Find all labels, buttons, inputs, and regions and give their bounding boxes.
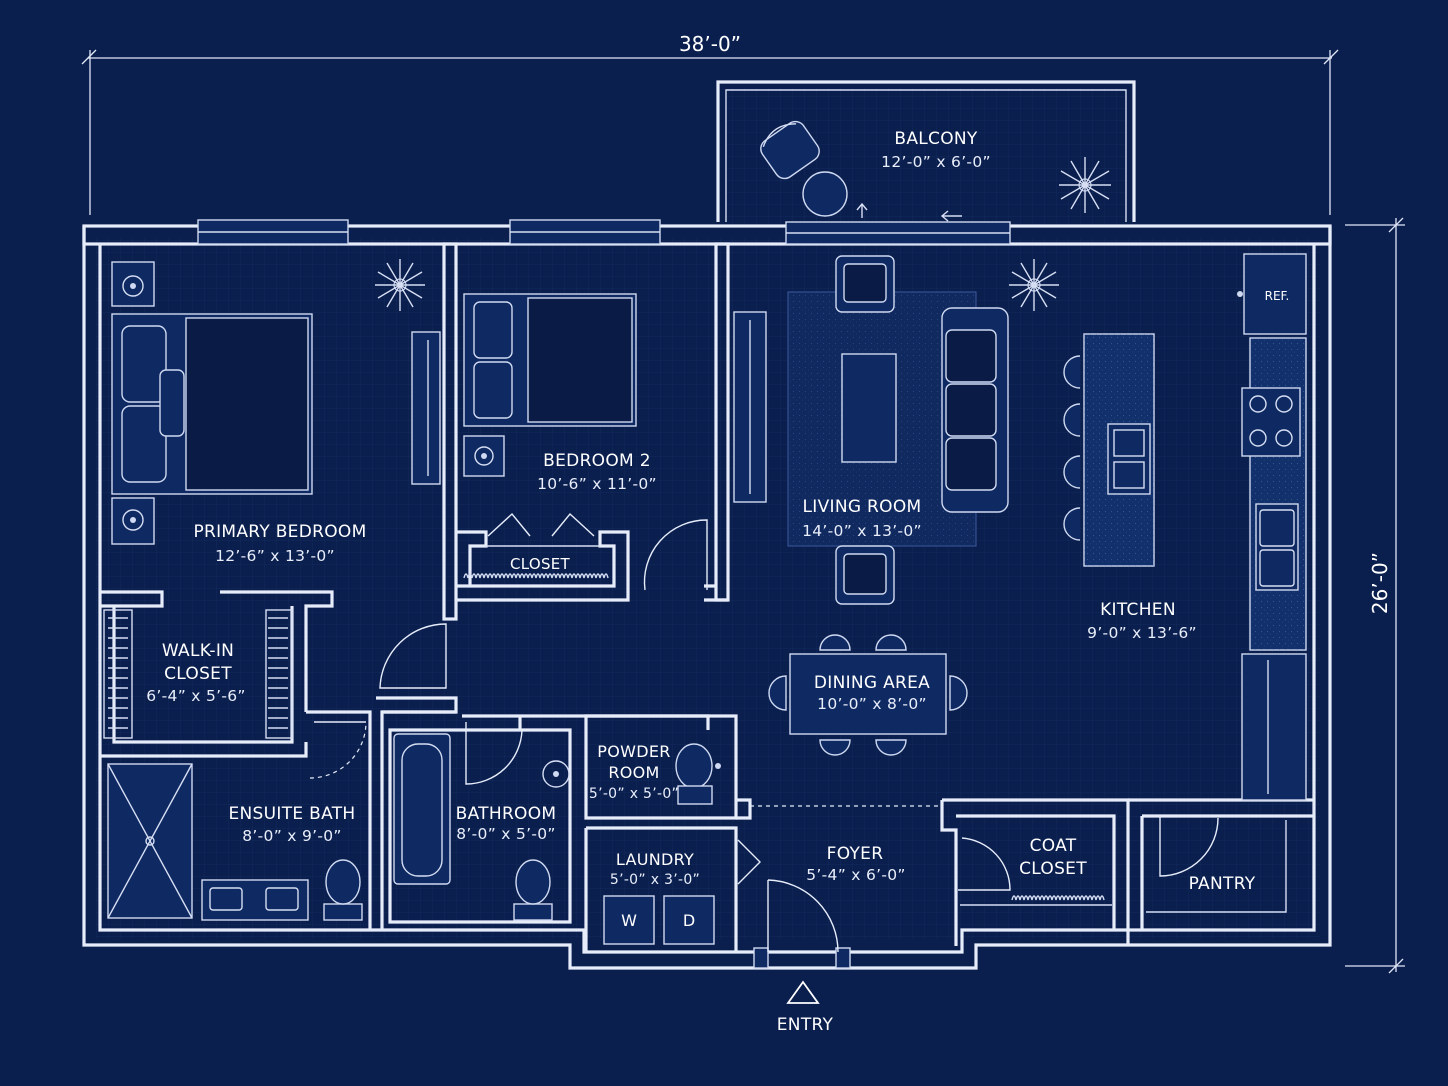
- laundry-name: LAUNDRY: [616, 850, 694, 869]
- foyer: FOYER 5’-4” x 6’-0”: [806, 844, 905, 884]
- entry-label: ENTRY: [777, 1015, 834, 1035]
- balcony-arrow-left-icon: [940, 210, 962, 222]
- bedroom2-door: [643, 519, 708, 591]
- kitchen-name: KITCHEN: [1100, 600, 1176, 620]
- ensuite-bath-size: 8’-0” x 9’-0”: [242, 827, 341, 845]
- dryer-label: D: [683, 911, 695, 930]
- coat-closet-door: [958, 837, 1011, 891]
- entry-triangle-icon: [786, 980, 820, 1004]
- bathroom: BATHROOM 8’-0” x 5’-0”: [393, 733, 570, 921]
- entry-marker: ENTRY: [777, 980, 834, 1035]
- coat-closet-name-1: COAT: [1030, 836, 1077, 856]
- bathroom-size: 8’-0” x 5’-0”: [456, 825, 555, 843]
- bathroom-door: [465, 722, 523, 785]
- double-vanity: [201, 879, 309, 921]
- balcony-size: 12’-0” x 6’-0”: [881, 153, 991, 171]
- kitchen-furniture: REF. KITCHEN 9’-0” x 13’-6”: [1063, 253, 1307, 801]
- powder-room: POWDER ROOM 5’-0” x 5’-0”: [589, 742, 721, 805]
- living-room-furniture: LIVING ROOM 14’-0” x 13’-0”: [787, 255, 1059, 605]
- coat-hangers: [1011, 895, 1105, 901]
- overall-depth-dimension: 26’-0”: [1345, 217, 1405, 974]
- coat-closet: COAT CLOSET: [960, 836, 1112, 906]
- powder-toilet: [675, 743, 713, 805]
- ensuite-door: [309, 721, 367, 779]
- walkin-closet: WALK-IN CLOSET 6’-4” x 5’-6”: [103, 609, 293, 739]
- bar-stools: [1063, 355, 1081, 541]
- primary-plant-icon: [375, 259, 425, 311]
- nightstand-bottom: [111, 497, 155, 545]
- overall-depth-label: 26’-0”: [1368, 552, 1392, 614]
- hall-door-primary: [379, 623, 447, 689]
- refrigerator: [1243, 253, 1307, 335]
- bathroom-toilet: [513, 859, 553, 921]
- primary-bedroom-size: 12’-6” x 13’-0”: [215, 547, 335, 565]
- powder-room-size: 5’-0” x 5’-0”: [589, 786, 679, 802]
- washer: [603, 895, 655, 945]
- kitchen-sink: [1255, 503, 1299, 591]
- pantry-door: [1159, 816, 1219, 877]
- ensuite-bath-name: ENSUITE BATH: [229, 804, 356, 824]
- laundry-door: [737, 839, 761, 885]
- bedroom2-name: BEDROOM 2: [543, 451, 651, 471]
- dining-table: [789, 653, 947, 735]
- primary-bedroom-furniture: PRIMARY BEDROOM 12’-6” x 13’-0”: [111, 259, 441, 565]
- balcony-name: BALCONY: [894, 129, 978, 149]
- closet-bifold-doors: [487, 512, 595, 537]
- closet-name: CLOSET: [510, 555, 571, 573]
- dining-area-size: 10’-0” x 8’-0”: [817, 695, 927, 713]
- primary-dresser: [411, 331, 441, 485]
- washer-label: W: [621, 911, 637, 930]
- living-plant-icon: [1009, 259, 1059, 311]
- living-room-name: LIVING ROOM: [803, 497, 922, 517]
- walkin-closet-name-1: WALK-IN: [162, 641, 234, 661]
- coffee-table: [841, 353, 897, 463]
- ensuite-toilet: [323, 859, 363, 921]
- interior-walls: [100, 242, 1314, 969]
- powder-room-name-1: POWDER: [597, 742, 670, 761]
- coat-closet-name-2: CLOSET: [1019, 859, 1087, 879]
- bathtub: [393, 733, 451, 885]
- walkin-closet-name-2: CLOSET: [164, 664, 232, 684]
- entry-door: [767, 879, 839, 953]
- foyer-size: 5’-4” x 6’-0”: [806, 866, 905, 884]
- balcony: BALCONY 12’-0” x 6’-0”: [716, 80, 1136, 222]
- dryer: [663, 895, 715, 945]
- pantry: PANTRY: [1146, 820, 1287, 913]
- primary-bedroom-name: PRIMARY BEDROOM: [193, 522, 366, 542]
- kitchen-cabinet: [1241, 653, 1307, 801]
- living-room-size: 14’-0” x 13’-0”: [802, 522, 922, 540]
- doors: [309, 512, 1219, 953]
- balcony-chair: [760, 120, 820, 180]
- dining-area: DINING AREA 10’-0” x 8’-0”: [768, 634, 968, 756]
- laundry-size: 5’-0” x 3’-0”: [610, 872, 700, 888]
- pantry-name: PANTRY: [1189, 874, 1256, 894]
- overall-width-label: 38’-0”: [679, 32, 741, 56]
- balcony-arrow-up-icon: [856, 202, 868, 218]
- powder-room-name-2: ROOM: [608, 763, 659, 782]
- bathroom-name: BATHROOM: [456, 804, 557, 824]
- island-sink: [1107, 423, 1151, 495]
- stove: [1241, 387, 1301, 457]
- closet-hangers: [463, 573, 609, 579]
- ensuite-bath: ENSUITE BATH 8’-0” x 9’-0”: [107, 763, 363, 921]
- kitchen-size: 9’-0” x 13’-6”: [1087, 624, 1197, 642]
- walkin-closet-size: 6’-4” x 5’-6”: [146, 687, 245, 705]
- balcony-table: [802, 171, 848, 217]
- bathroom-sink: [542, 760, 570, 788]
- bedroom2-furniture: BEDROOM 2 10’-6” x 11’-0” CLOSET: [463, 293, 767, 579]
- dining-area-name: DINING AREA: [814, 673, 930, 693]
- bedroom2-size: 10’-6” x 11’-0”: [537, 475, 657, 493]
- balcony-plant-icon: [1059, 157, 1111, 213]
- foyer-name: FOYER: [827, 844, 884, 864]
- exterior-walls: [82, 219, 1332, 970]
- refrigerator-label: REF.: [1265, 289, 1290, 303]
- laundry: W D LAUNDRY 5’-0” x 3’-0”: [603, 850, 715, 945]
- overall-width-dimension: 38’-0”: [81, 32, 1339, 215]
